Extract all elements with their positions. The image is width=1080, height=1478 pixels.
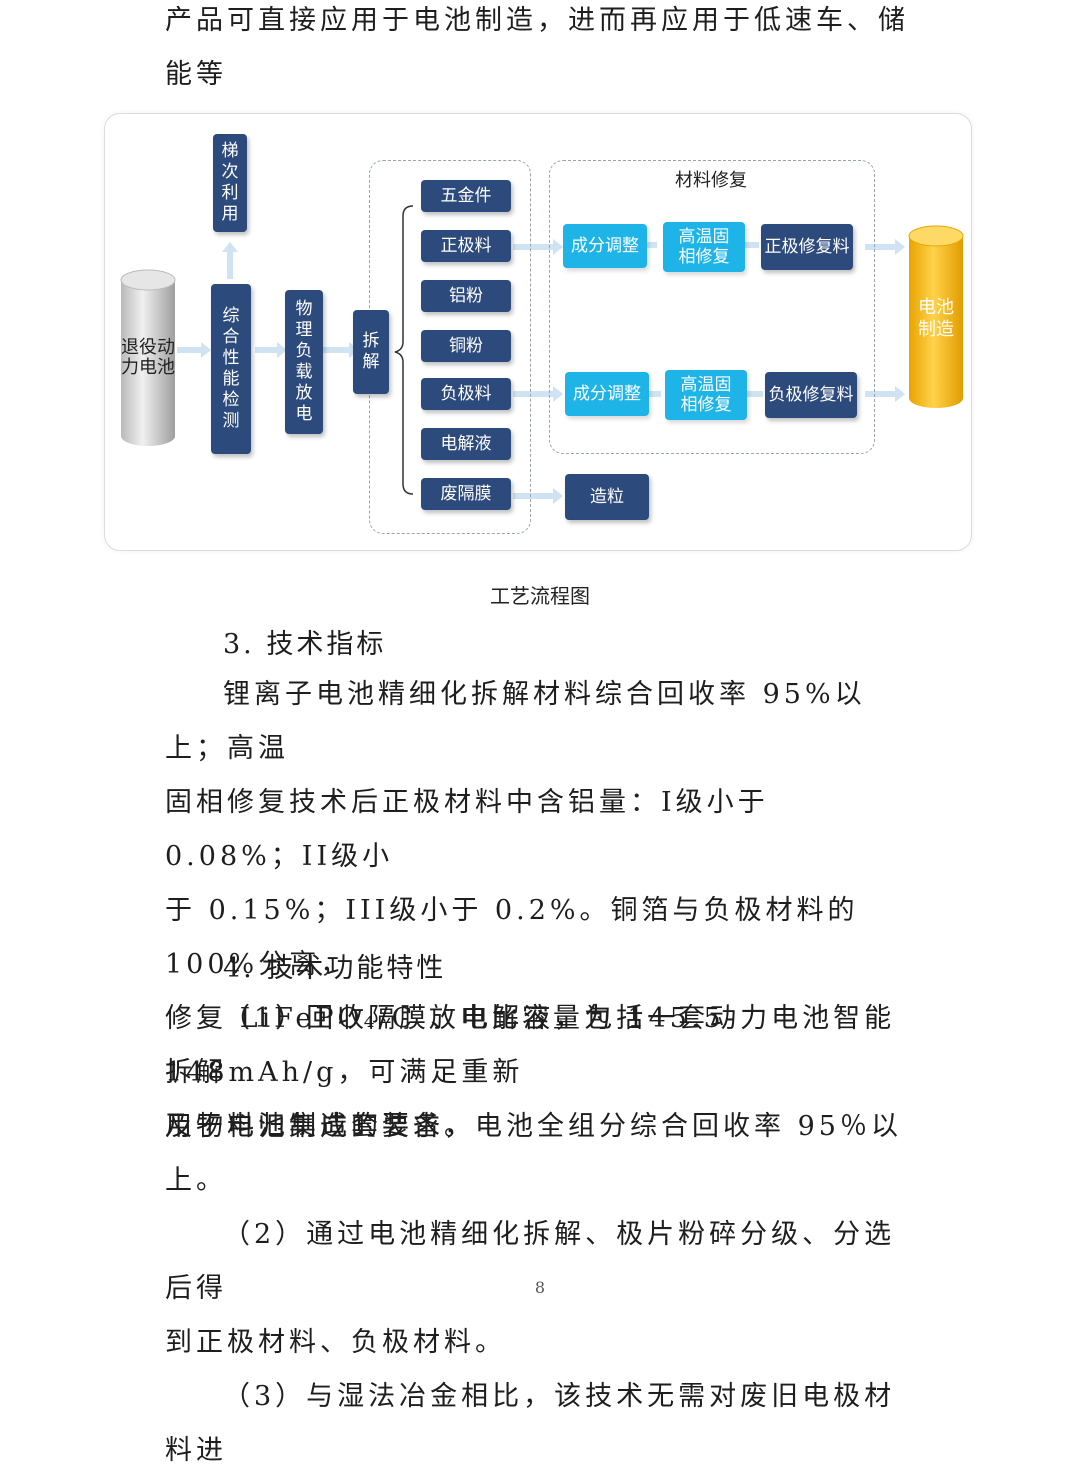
section-3-body: 锂离子电池精细化拆解材料综合回收率 95%以上；高温 固相修复技术后正极材料中含… xyxy=(165,668,917,1154)
feature-2-line-2: 到正极材料、负极材料。 xyxy=(165,1327,506,1358)
flowchart-connectors xyxy=(177,205,905,504)
component-copper-powder: 铜粉 xyxy=(421,330,511,362)
component-electrolyte: 电解液 xyxy=(421,428,511,460)
cascade-use-node: 梯次利用 xyxy=(213,134,247,232)
retired-battery-label: 退役动力电池 xyxy=(121,337,175,378)
feature-1-line-2: 及物料归集成套装备，电池全组分综合回收率 95％以上。 xyxy=(165,1111,902,1196)
section-3-line: 锂离子电池精细化拆解材料综合回收率 95%以上；高温 xyxy=(165,679,866,764)
retired-battery-cylinder: 退役动力电池 xyxy=(119,268,177,448)
component-aluminum-powder: 铝粉 xyxy=(421,280,511,312)
section-3-line: 于 0.15%；III级小于 0.2%。铜箔与负极材料的 100%分离， xyxy=(165,895,859,980)
physical-discharge-node: 物理负载放电 xyxy=(285,290,323,434)
component-bracket xyxy=(394,205,414,495)
component-cathode: 正极料 xyxy=(421,230,511,262)
process-flowchart: 退役动力电池 梯次利用 综合性能检测 物理负载放电 拆解 五金件 正极料 铝粉 … xyxy=(104,113,972,551)
component-separator: 废隔膜 xyxy=(421,478,511,510)
section-3-line: 用于电池制造的要求。 xyxy=(165,1111,475,1142)
page-number: 8 xyxy=(534,1278,546,1297)
anode-repair-material: 负极修复料 xyxy=(765,372,857,418)
section-3-heading: 3. 技术指标 xyxy=(223,629,387,660)
cathode-composition-adjust: 成分调整 xyxy=(563,224,647,268)
cathode-solid-phase-repair: 高温固相修复 xyxy=(663,222,745,272)
component-anode: 负极料 xyxy=(421,378,511,410)
component-hardware: 五金件 xyxy=(421,180,511,212)
disassembly-node: 拆解 xyxy=(353,310,389,394)
granulation-node: 造粒 xyxy=(565,474,649,520)
section-4-heading: 4. 技术功能特性 xyxy=(223,953,447,984)
anode-solid-phase-repair: 高温固相修复 xyxy=(665,370,747,420)
section-3-line: 修复 LiFePO₄/C 放电比容量为 145.5-148mAh/g，可满足重新 xyxy=(165,1003,738,1088)
feature-3-line-1: （3）与湿法冶金相比，该技术无需对废旧电极材料进 xyxy=(165,1381,896,1466)
feature-1-line-1: （1）回收隔膜、电解液，包括一套动力电池智能拆解 xyxy=(165,1003,896,1088)
battery-manufacture-label: 电池制造 xyxy=(918,297,954,340)
performance-test-node: 综合性能检测 xyxy=(211,284,251,454)
cathode-repair-material: 正极修复料 xyxy=(761,224,853,270)
material-repair-group xyxy=(549,160,875,454)
figure-caption: 工艺流程图 xyxy=(490,584,590,608)
anode-composition-adjust: 成分调整 xyxy=(565,372,649,416)
feature-2-line-1: （2）通过电池精细化拆解、极片粉碎分级、分选后得 xyxy=(165,1219,896,1304)
section-4-body: （1）回收隔膜、电解液，包括一套动力电池智能拆解 及物料归集成套装备，电池全组分… xyxy=(165,992,917,1478)
section-3-line: 固相修复技术后正极材料中含铝量：I级小于 0.08%；II级小 xyxy=(165,787,769,872)
intro-line-1: 产品可直接应用于电池制造，进而再应用于低速车、储能等 xyxy=(165,5,909,90)
material-repair-title: 材料修复 xyxy=(675,170,747,191)
battery-manufacture-cylinder: 电池制造 xyxy=(907,224,965,410)
